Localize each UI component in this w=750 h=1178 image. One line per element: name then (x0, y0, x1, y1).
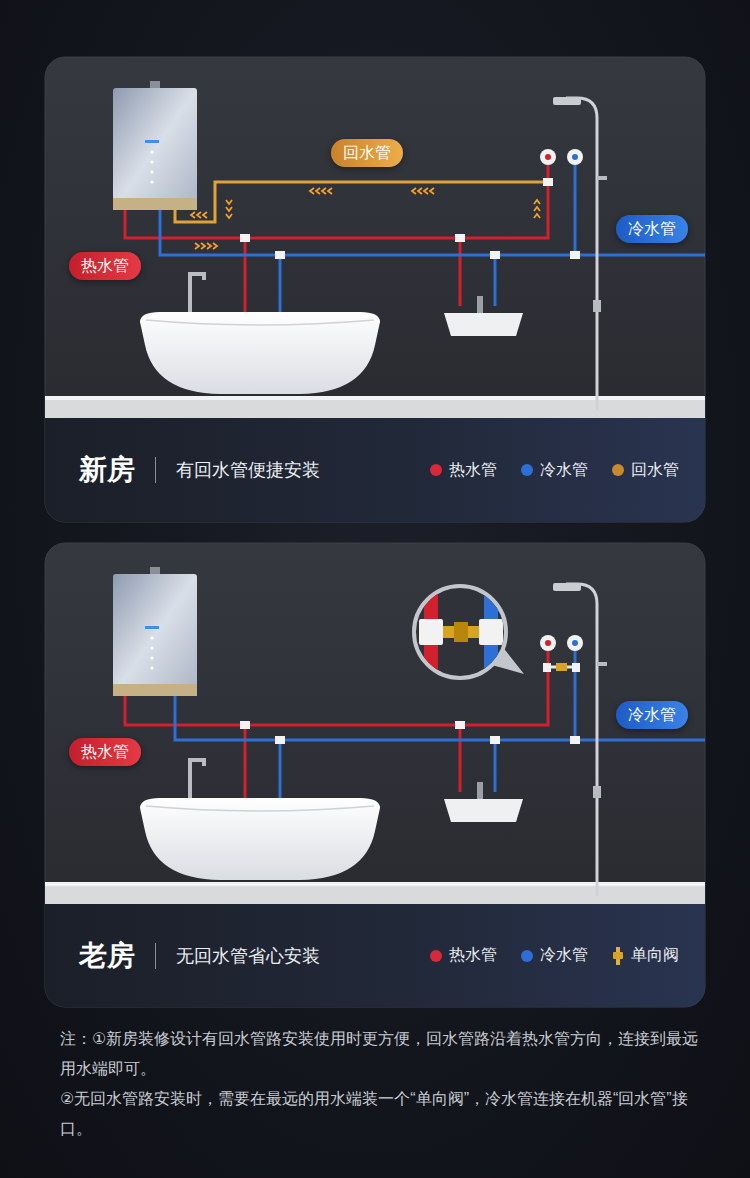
legend-item: 单向阀 (612, 945, 679, 966)
inset-tee (419, 619, 443, 645)
tee (543, 178, 553, 186)
inset-detail (419, 584, 503, 680)
tee (455, 234, 465, 242)
panel (45, 543, 705, 1007)
pipe-label-text: 热水管 (81, 743, 129, 760)
legend: 热水管 冷水管 回水管 (430, 460, 679, 481)
tee (240, 234, 250, 242)
legend-text: 冷水管 (540, 460, 588, 481)
pipe-tees (240, 178, 580, 259)
valve-icon-part (613, 952, 623, 959)
pipe-label-text: 冷水管 (628, 220, 676, 237)
pipe-label-text: 热水管 (81, 257, 129, 274)
legend-item: 冷水管 (521, 945, 588, 966)
pipe-label-text: 回水管 (343, 144, 391, 161)
chevron (534, 200, 540, 218)
chevron (226, 200, 232, 218)
fixtures (45, 81, 705, 418)
legend: 热水管 冷水管 单向阀 (430, 945, 679, 966)
pipes-old-house (125, 584, 705, 798)
tee (240, 721, 250, 729)
legend-swatch (612, 464, 624, 476)
pipe-label: 热水管 (69, 252, 141, 280)
legend-text: 热水管 (449, 945, 497, 966)
fixtures (45, 567, 705, 904)
tee (543, 663, 551, 672)
caption-bar: 新房 有回水管便捷安装 热水管 冷水管 回水管 (45, 418, 705, 522)
tee (490, 736, 500, 744)
chevron (310, 188, 332, 194)
pipe-label: 热水管 (69, 738, 141, 766)
valve-icon (612, 947, 624, 965)
chevron (191, 212, 207, 218)
divider (155, 457, 156, 483)
note-text: ②无回水管路安装时，需要在最远的用水端装一个“单向阀”，冷水管连接在机器“回水管… (60, 1084, 700, 1144)
inset-tee (479, 619, 503, 645)
tee (275, 736, 285, 744)
pipe-tees (240, 663, 580, 744)
pipe-label-text: 冷水管 (628, 706, 676, 723)
legend-item: 回水管 (612, 460, 679, 481)
valve-icon-part (616, 947, 620, 952)
inset-valve-nut (454, 622, 468, 642)
tee (455, 721, 465, 729)
check-valve (556, 663, 567, 671)
pipe-label: 冷水管 (616, 215, 688, 243)
note-text: 注：①新房装修设计有回水管路安装使用时更方便，回水管路沿着热水管方向，连接到最远… (60, 1024, 700, 1084)
legend-swatch (521, 950, 533, 962)
legend-text: 冷水管 (540, 945, 588, 966)
panel (45, 57, 705, 522)
legend-item: 热水管 (430, 460, 497, 481)
chevron (412, 188, 434, 194)
legend-swatch (521, 464, 533, 476)
bar-subtitle: 无回水管省心安装 (176, 944, 320, 968)
tee (570, 736, 580, 744)
chevron (195, 243, 217, 249)
pipe-label: 冷水管 (616, 701, 688, 729)
tee (275, 251, 285, 259)
caption-bar: 老房 无回水管省心安装 热水管 冷水管 单向阀 (45, 904, 705, 1007)
divider (155, 943, 156, 969)
legend-swatch (430, 464, 442, 476)
legend-item: 热水管 (430, 945, 497, 966)
pipes-new-house (125, 165, 705, 312)
tee (572, 663, 580, 672)
tee (490, 251, 500, 259)
legend-text: 热水管 (449, 460, 497, 481)
tee (570, 251, 580, 259)
return-pipe (175, 182, 548, 222)
inset-circle (414, 586, 506, 678)
bar-title: 老房 (79, 937, 135, 975)
legend-text: 回水管 (631, 460, 679, 481)
cold-pipe (160, 165, 705, 312)
bar-subtitle: 有回水管便捷安装 (176, 458, 320, 482)
legend-swatch (430, 950, 442, 962)
legend-text: 单向阀 (631, 945, 679, 966)
valve-icon-part (616, 959, 620, 965)
legend-item: 冷水管 (521, 460, 588, 481)
bar-title: 新房 (79, 451, 135, 489)
flow-chevrons (191, 188, 540, 249)
pipe-label: 回水管 (331, 139, 403, 167)
notes: 注：①新房装修设计有回水管路安装使用时更方便，回水管路沿着热水管方向，连接到最远… (60, 1024, 700, 1144)
